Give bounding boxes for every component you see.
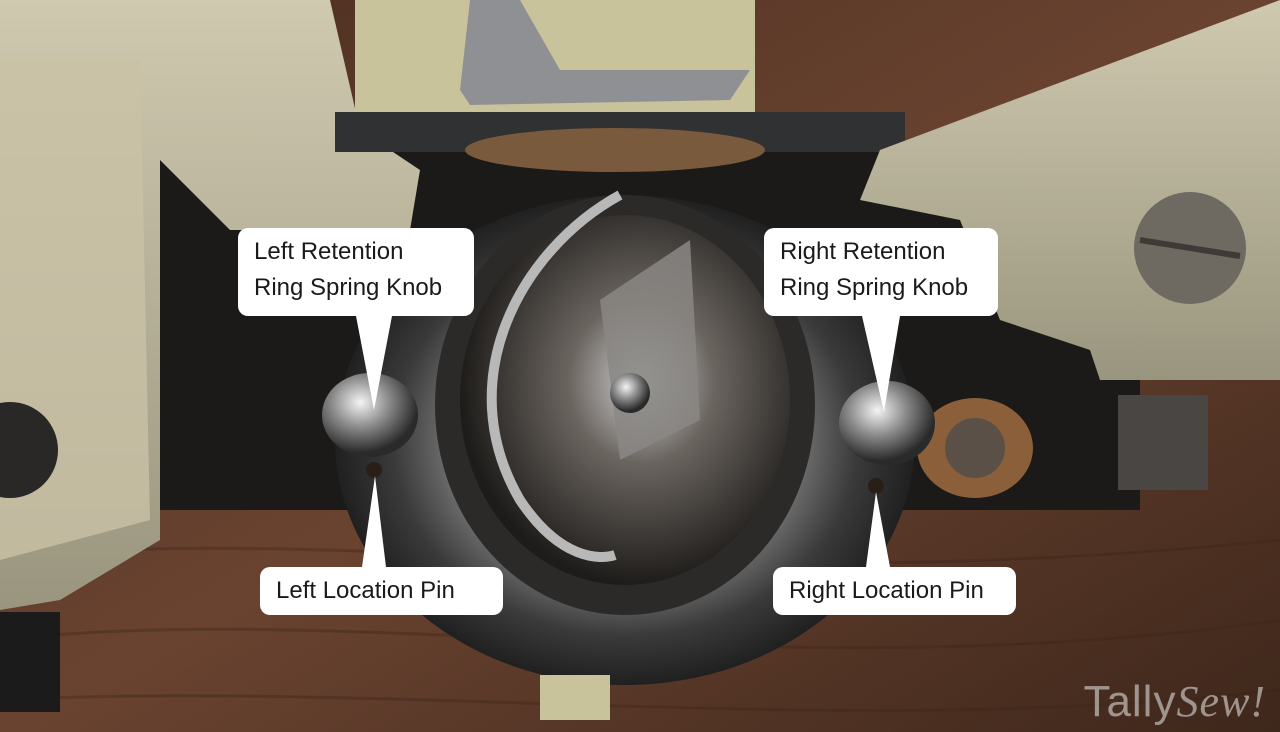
- callout-left-pin-label: Left Location Pin: [276, 577, 455, 604]
- left-screw: [0, 612, 60, 712]
- callout-right-knob-line1: Right Retention: [780, 238, 946, 265]
- right-adjust-screw: [1118, 395, 1208, 490]
- callout-left-knob-line2: Ring Spring Knob: [254, 274, 443, 301]
- callout-right-pin-label: Right Location Pin: [789, 577, 984, 604]
- callout-left-knob-line1: Left Retention: [254, 238, 404, 265]
- left-retention-knob: [322, 373, 418, 457]
- presser-foot: [460, 0, 750, 105]
- right-knob-pointer: [862, 316, 900, 412]
- callout-right-location-pin: Right Location Pin: [773, 567, 1016, 615]
- right-plate-rivet: [945, 418, 1005, 478]
- left-location-pin: [366, 462, 382, 478]
- watermark-part1: Tally: [1083, 677, 1177, 726]
- tallysew-watermark: TallySew!: [1083, 676, 1266, 727]
- right-retention-knob: [839, 381, 935, 465]
- callout-left-location-pin: Left Location Pin: [260, 567, 503, 615]
- screw-slot: [1139, 237, 1241, 259]
- left-pin-pointer: [362, 476, 386, 567]
- bottom-shaft: [540, 675, 610, 720]
- watermark-part2: Sew!: [1176, 677, 1266, 726]
- callout-right-knob-line2: Ring Spring Knob: [780, 274, 969, 301]
- callout-right-retention-knob: Right Retention Ring Spring Knob: [764, 228, 998, 316]
- left-bolt: [0, 402, 58, 498]
- callout-left-retention-knob: Left Retention Ring Spring Knob: [238, 228, 474, 316]
- rusty-washer: [465, 128, 765, 172]
- hook-point: [486, 190, 623, 562]
- right-pin-pointer: [866, 492, 890, 567]
- left-knob-pointer: [356, 316, 392, 410]
- right-location-pin: [868, 478, 884, 494]
- center-stud: [610, 373, 650, 413]
